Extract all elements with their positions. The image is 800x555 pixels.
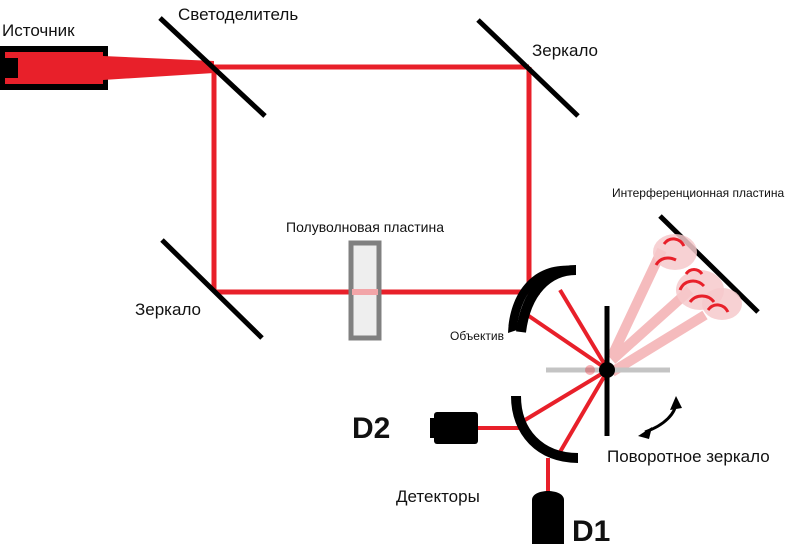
label-rotating-mirror: Поворотное зеркало (607, 447, 770, 466)
beam-mirror-to-lower-2 (558, 368, 610, 454)
faint-beams (607, 247, 708, 377)
label-mirror-left: Зеркало (135, 300, 201, 319)
half-wave-plate (348, 240, 382, 341)
label-beamsplitter: Светоделитель (178, 5, 298, 24)
beamsplitter (158, 16, 267, 118)
label-objective: Объектив (450, 329, 504, 343)
detector-d1 (532, 491, 564, 544)
input-beam (103, 56, 214, 80)
beam-mirror-to-lower-1 (523, 368, 610, 422)
label-source: Источник (2, 21, 75, 40)
laser-beams (103, 56, 610, 495)
double-arrow-arc-icon (638, 396, 682, 439)
label-detectors: Детекторы (396, 487, 480, 506)
label-half-wave-plate: Полуволновая пластина (286, 219, 444, 235)
detector-d2 (430, 412, 478, 444)
label-d1: D1 (572, 515, 610, 548)
beam-obj-to-mirror-1 (521, 310, 610, 372)
interference-plate (653, 214, 760, 320)
mirror-center-highlight (585, 365, 595, 375)
mirror-left (160, 238, 264, 340)
objective-lower (511, 395, 579, 463)
mirror-top (476, 18, 580, 118)
rotating-mirror[interactable] (546, 306, 670, 436)
laser-source (0, 46, 108, 90)
label-interference-plate: Интерференционная пластина (612, 186, 784, 200)
label-mirror-top: Зеркало (532, 41, 598, 60)
beam-obj-to-mirror-2 (558, 288, 610, 372)
label-d2: D2 (352, 412, 390, 445)
